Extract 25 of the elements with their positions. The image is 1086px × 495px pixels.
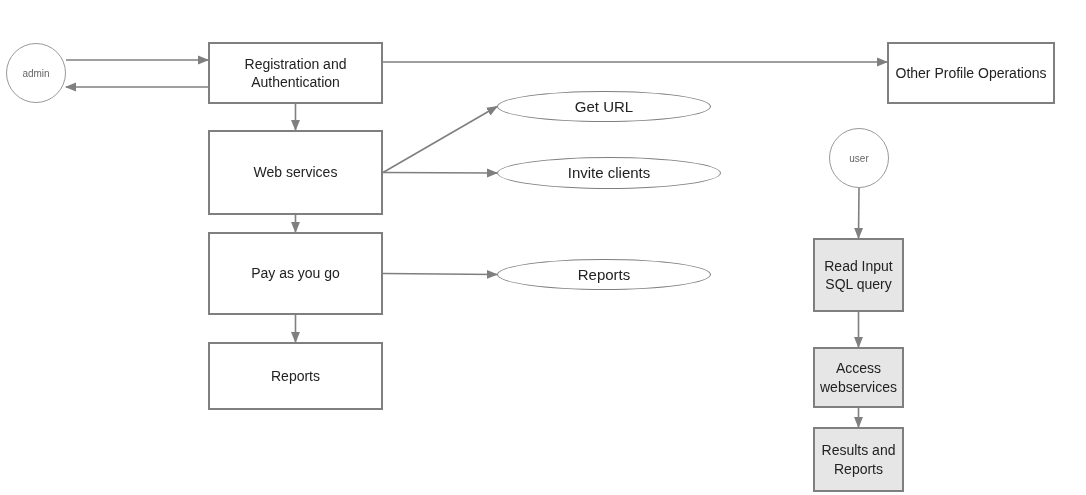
process-box: Pay as you go: [208, 232, 383, 315]
arrow: [65, 55, 210, 65]
process-box: Reports: [208, 342, 383, 410]
process-box: Access webservices: [813, 347, 904, 408]
arrow: [291, 314, 300, 344]
arrow: [382, 57, 889, 67]
arrow: [382, 269, 499, 279]
process-box: Web services: [208, 130, 383, 215]
output-ellipse: Reports: [497, 259, 711, 290]
actor-circle: user: [829, 128, 889, 188]
process-box: Results and Reports: [813, 427, 904, 492]
arrow: [382, 168, 499, 178]
arrow: [64, 82, 209, 92]
process-box: Registration and Authentication: [208, 42, 383, 104]
actor-circle: admin: [6, 43, 66, 103]
arrow: [382, 105, 498, 174]
arrow: [291, 214, 300, 234]
output-ellipse: Get URL: [497, 91, 711, 122]
process-box: Other Profile Operations: [887, 42, 1055, 104]
output-ellipse: Invite clients: [497, 157, 721, 189]
arrow: [291, 103, 300, 132]
arrow: [854, 311, 863, 349]
process-box: Read Input SQL query: [813, 238, 904, 312]
arrow: [854, 187, 864, 240]
arrow: [854, 407, 863, 429]
